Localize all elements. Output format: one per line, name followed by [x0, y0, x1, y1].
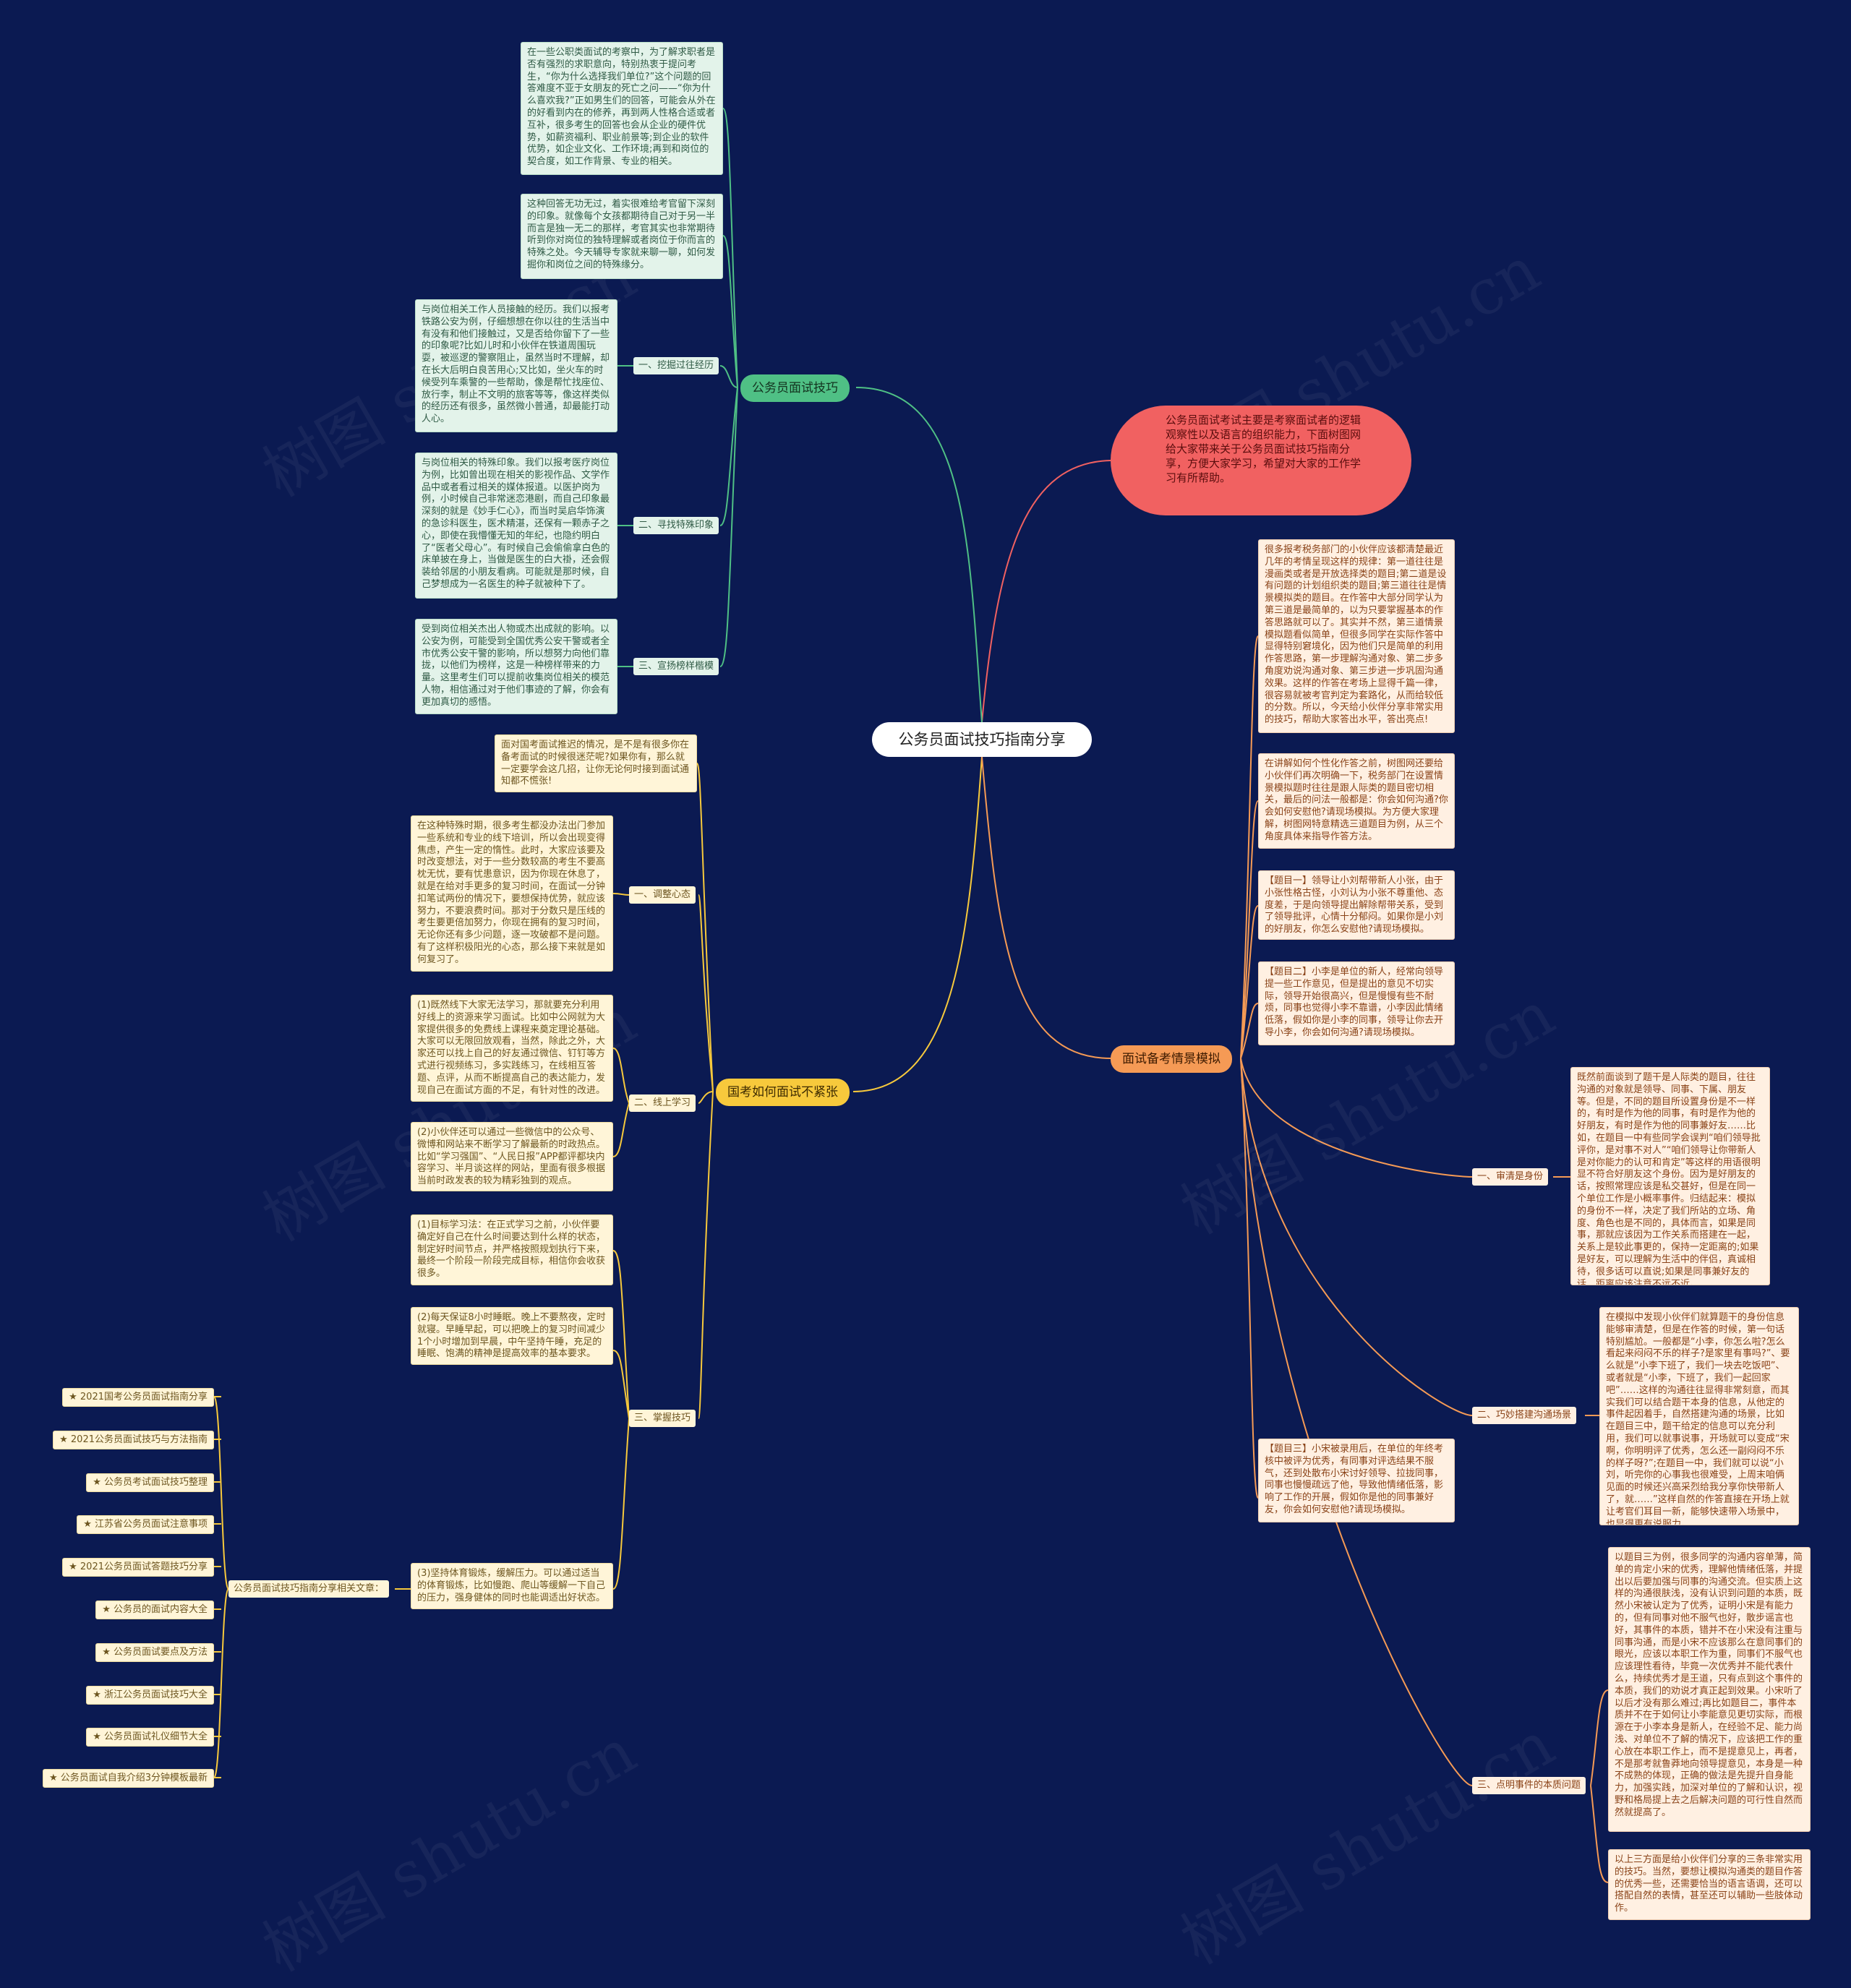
link-center-nervous: [852, 756, 983, 1092]
related-article-2[interactable]: ★ 2021公务员面试技巧与方法指南: [53, 1431, 214, 1449]
simulation-text-4: 【题目二】小李是单位的新人，经常向领导提一些工作意见，但是提出的意见不切实际，领…: [1258, 961, 1455, 1045]
link-skills-top1: [722, 108, 738, 388]
simulation-item-1-text: 既然前面谈到了题干是人际类的题目，往往沟通的对象就是领导、同事、下属、朋友等。但…: [1570, 1067, 1770, 1285]
related-articles-title: 公务员面试技巧指南分享相关文章：: [228, 1580, 390, 1598]
link-item2-text2: [612, 1102, 630, 1157]
link-item3-text2: [612, 1350, 630, 1419]
link-skills-item1: [719, 365, 738, 388]
branch-simulation[interactable]: 面试备考情景模拟: [1111, 1045, 1232, 1073]
related-article-7[interactable]: ★ 公务员面试要点及方法: [95, 1643, 214, 1662]
simulation-text-1: 很多报考税务部门的小伙伴应该都清楚最近几年的考情呈现这样的规律：第一道往往是漫画…: [1258, 539, 1455, 733]
related-ticks: [214, 1396, 221, 1778]
simulation-item-1[interactable]: 一、审清是身份: [1472, 1168, 1549, 1186]
nervous-item-2[interactable]: 二、线上学习: [629, 1094, 696, 1112]
simulation-item-2-text: 在模拟中发现小伙伴们就算题干的身份信息能够审清楚，但是在作答的时候，第一句话特别…: [1599, 1307, 1799, 1525]
related-article-4[interactable]: ★ 江苏省公务员面试注意事项: [77, 1515, 214, 1534]
link-simitem3-text1: [1590, 1689, 1609, 1786]
related-article-5[interactable]: ★ 2021公务员面试答题技巧分享: [62, 1558, 214, 1577]
skills-item-3[interactable]: 三、宣扬榜样楷模: [633, 658, 719, 675]
branch-nervous[interactable]: 国考如何面试不紧张: [716, 1079, 850, 1106]
central-topic[interactable]: 公务员面试技巧指南分享: [872, 722, 1092, 757]
branch-skills[interactable]: 公务员面试技巧: [740, 374, 850, 402]
link-sim-item3: [1240, 1058, 1473, 1786]
link-simitem3-text2: [1590, 1785, 1609, 1883]
skills-text-top2: 这种回答无功无过，着实很难给考官留下深刻的印象。就像每个女孩都期待自己对于另一半…: [521, 194, 723, 279]
simulation-item-3[interactable]: 三、点明事件的本质问题: [1472, 1777, 1586, 1794]
nervous-item-3-text-1: (1)目标学习法：在正式学习之前，小伙伴要确定好自己在什么时间要达到什么样的状态…: [411, 1214, 613, 1285]
simulation-text-3: 【题目一】领导让小刘帮带新人小张，由于小张性格古怪，小刘认为小张不尊重他、态度差…: [1258, 870, 1455, 940]
link-sim-item1: [1240, 1058, 1473, 1178]
link-item2-text1: [612, 1047, 630, 1104]
simulation-item-2[interactable]: 二、巧妙搭建沟通场景: [1472, 1407, 1577, 1424]
simulation-text-5: 【题目三】小宋被录用后，在单位的年终考核中被评为优秀，有同事对评选结果不服气，还…: [1258, 1439, 1455, 1522]
link-sim-text4: [1240, 1003, 1259, 1059]
link-sim-text2: [1240, 800, 1259, 1059]
related-article-10[interactable]: ★ 公务员面试自我介绍3分钟模板最新: [42, 1769, 214, 1788]
link-item1-text1: [612, 893, 630, 896]
link-sim-text1: [1240, 635, 1259, 1059]
link-nervous-item1: [698, 894, 714, 1092]
link-nervous-item3: [698, 1091, 714, 1419]
link-nervous-item2: [698, 1091, 714, 1104]
related-article-6[interactable]: ★ 公务员的面试内容大全: [95, 1601, 214, 1619]
link-nervous-intro: [696, 763, 714, 1092]
skills-item-1-text: 与岗位相关工作人员接触的经历。我们以报考铁路公安为例，仔细想想在你以往的生活当中…: [415, 299, 617, 432]
link-center-skills: [855, 387, 983, 723]
link-sim-item2: [1240, 1058, 1473, 1416]
nervous-item-2-text-1: (1)既然线下大家无法学习，那就要充分利用好线上的资源来学习面试。比如中公网就为…: [411, 995, 613, 1102]
link-skills-item2: [719, 387, 738, 526]
nervous-intro-text: 面对国考面试推迟的情况，是不是有很多你在备考面试的时候很迷茫呢?如果你有，那么就…: [495, 734, 697, 792]
simulation-text-2: 在讲解如何个性化作答之前，树图网还要给小伙伴们再次明确一下，税务部门在设置情景模…: [1258, 753, 1455, 849]
related-article-1[interactable]: ★ 2021国考公务员面试指南分享: [62, 1388, 214, 1407]
link-item3-text1: [612, 1250, 630, 1419]
related-article-3[interactable]: ★ 公务员考试面试技巧整理: [86, 1473, 214, 1492]
nervous-item-1[interactable]: 一、调整心态: [629, 886, 696, 904]
simulation-item-3-text-2: 以上三方面是给小伙伴们分享的三条非常实用的技巧。当然，要想让模拟沟通类的题目作答…: [1608, 1849, 1811, 1920]
skills-item-3-text: 受到岗位相关杰出人物或杰出成就的影响。以公安为例，可能受到全国优秀公安干警或者全…: [415, 619, 617, 714]
skills-text-top1: 在一些公职类面试的考察中，为了解求职者是否有强烈的求职意向，特别热衷于提问考生，…: [521, 42, 723, 175]
skills-item-1[interactable]: 一、挖掘过往经历: [633, 357, 719, 374]
link-item3-text3: [612, 1418, 630, 1590]
link-center-simulation: [981, 756, 1111, 1059]
simulation-item-3-text-1: 以题目三为例，很多同学的沟通内容单薄，简单的肯定小宋的优秀，理解他情绪低落，并提…: [1608, 1547, 1811, 1832]
related-article-8[interactable]: ★ 浙江公务员面试技巧大全: [86, 1686, 214, 1705]
nervous-item-3-text-3: (3)坚持体育锻炼，缓解压力。可以通过适当的体育锻炼，比如慢跑、爬山等缓解一下自…: [411, 1563, 613, 1609]
nervous-item-1-text-1: 在这种特殊时期，很多考生都没办法出门参加一些系统和专业的线下培训，所以会出现变得…: [411, 815, 613, 972]
link-sim-text5: [1240, 1058, 1259, 1499]
link-skills-top2: [722, 235, 738, 388]
link-related-bracket: [213, 1396, 229, 1778]
link-sim-text3: [1240, 905, 1259, 1059]
nervous-item-2-text-2: (2)小伙伴还可以通过一些微信中的公众号、微博和网站来不断学习了解最新的时政热点…: [411, 1122, 613, 1191]
skills-item-2[interactable]: 二、寻找特殊印象: [633, 517, 719, 534]
nervous-item-3-text-2: (2)每天保证8小时睡眠。晚上不要熬夜，定时就寝。早睡早起，可以把晚上的复习时间…: [411, 1307, 613, 1365]
link-skills-item3: [719, 387, 738, 667]
skills-item-2-text: 与岗位相关的特殊印象。我们以报考医疗岗位为例，比如曾出现在相关的影视作品、文学作…: [415, 453, 617, 599]
intro-node[interactable]: 公务员面试考试主要是考察面试者的逻辑观察性以及语言的组织能力，下面树图网给大家带…: [1111, 406, 1411, 515]
related-article-9[interactable]: ★ 公务员面试礼仪细节大全: [86, 1728, 214, 1747]
link-center-intro: [981, 460, 1111, 723]
nervous-item-3[interactable]: 三、掌握技巧: [629, 1410, 696, 1427]
